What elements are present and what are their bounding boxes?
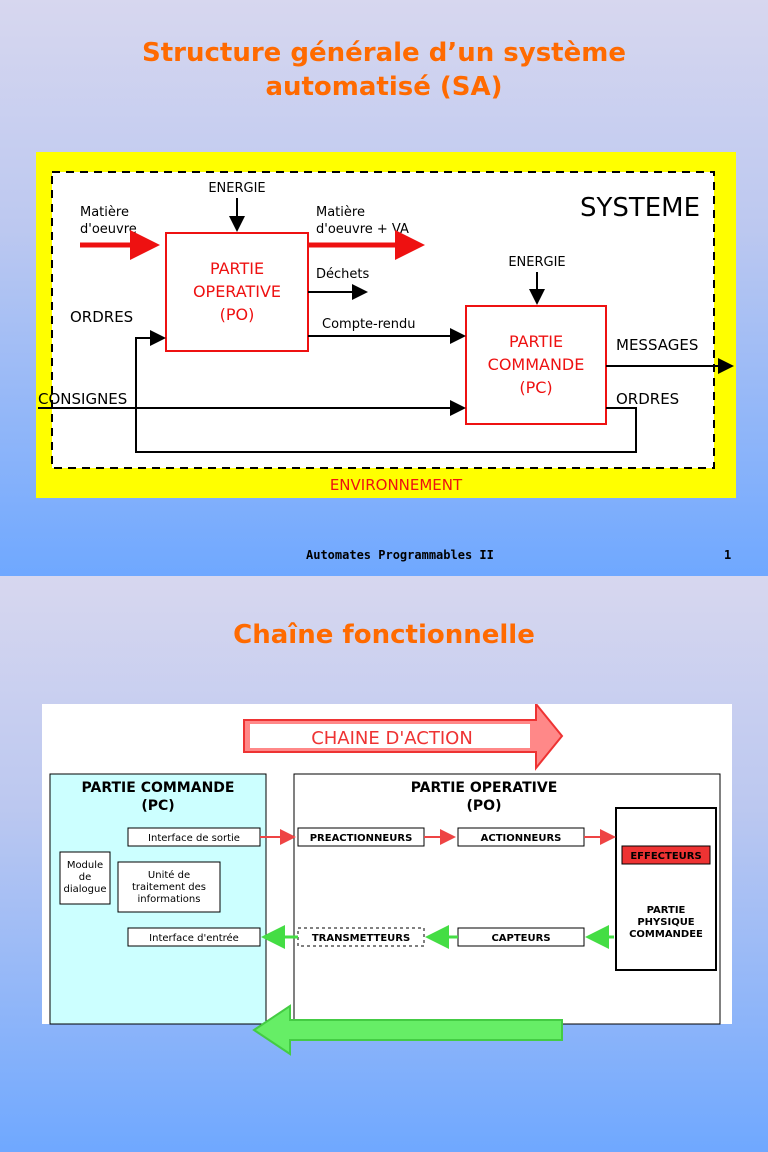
physique-line-2: PHYSIQUE (637, 917, 694, 928)
energie-po-label: ENERGIE (208, 181, 265, 196)
page-number: 1 (724, 548, 732, 562)
interface-entree-label: Interface d'entrée (149, 932, 239, 944)
module-dialogue-box (59, 851, 111, 905)
environnement-label: ENVIRONNEMENT (330, 476, 463, 494)
pc-line-2: COMMANDE (488, 355, 585, 374)
capteurs-label: CAPTEURS (491, 933, 550, 944)
slide-2: Chaîne fonctionnelle CHAINE D'ACTION PAR… (0, 576, 768, 1152)
matiere-out-line-1: Matière (316, 205, 365, 220)
system-diagram: SYSTEME PARTIE OPERATIVE (PO) PARTIE COM… (36, 152, 736, 498)
pc-line-3: (PC) (519, 378, 552, 397)
title-line-2: automatisé (SA) (265, 72, 503, 102)
interface-entree-box (127, 927, 261, 947)
energie-pc-label: ENERGIE (508, 255, 565, 270)
chaine-action-inner (250, 724, 530, 748)
actionneurs-label: ACTIONNEURS (481, 833, 562, 844)
effecteurs-label: EFFECTEURS (630, 851, 701, 862)
systeme-label: SYSTEME (580, 193, 700, 223)
ordres-right-label: ORDRES (616, 390, 679, 408)
po-line-2: OPERATIVE (193, 282, 281, 301)
unite-traitement-box (117, 861, 221, 913)
po-title-2: (PO) (467, 798, 502, 814)
pc-title-2: (PC) (141, 798, 174, 814)
po-line-3: (PO) (220, 305, 255, 324)
pc-title-1: PARTIE COMMANDE (82, 780, 235, 796)
interface-sortie-label: Interface de sortie (148, 833, 240, 844)
compte-rendu-label: Compte-rendu (322, 317, 416, 332)
matiere-in-line-2: d'oeuvre (80, 222, 137, 237)
slide-1: Structure générale d’un système automati… (0, 0, 768, 576)
footer-title: Automates Programmables II (306, 548, 494, 562)
module-line-3: dialogue (64, 884, 107, 895)
chaine-fonctionnelle-diagram: CHAINE D'ACTION PARTIE COMMANDE (PC) Int… (42, 704, 732, 1056)
matiere-in-line-1: Matière (80, 205, 129, 220)
module-line-2: de (79, 872, 92, 883)
ordres-feedback-loop (135, 330, 637, 453)
effecteurs-box (621, 845, 711, 865)
preactionneurs-label: PREACTIONNEURS (310, 833, 413, 844)
slide-1-title: Structure générale d’un système automati… (0, 36, 768, 104)
partie-commande-box (465, 305, 607, 425)
ordres-left-label: ORDRES (70, 308, 133, 326)
physique-line-1: PARTIE (647, 905, 686, 916)
pc-line-1: PARTIE (509, 332, 563, 351)
unite-line-2: traitement des (132, 882, 206, 893)
po-title-1: PARTIE OPERATIVE (411, 780, 558, 796)
slide-2-title: Chaîne fonctionnelle (233, 620, 535, 650)
transmetteurs-label: TRANSMETTEURS (312, 933, 410, 944)
po-line-1: PARTIE (210, 259, 264, 278)
chaine-action-label: CHAINE D'ACTION (311, 728, 473, 749)
physique-line-3: COMMANDEE (629, 929, 703, 940)
unite-line-3: informations (138, 894, 201, 905)
consignes-label: CONSIGNES (38, 390, 127, 408)
unite-line-1: Unité de (148, 869, 190, 881)
title-line-1: Structure générale d’un système (142, 38, 626, 68)
matiere-out-line-2: d'oeuvre + VA (316, 222, 409, 237)
module-line-1: Module (67, 860, 103, 871)
messages-label: MESSAGES (616, 336, 698, 354)
partie-physique-box (615, 807, 717, 971)
dechets-label: Déchets (316, 267, 369, 282)
partie-operative-box (165, 232, 309, 352)
